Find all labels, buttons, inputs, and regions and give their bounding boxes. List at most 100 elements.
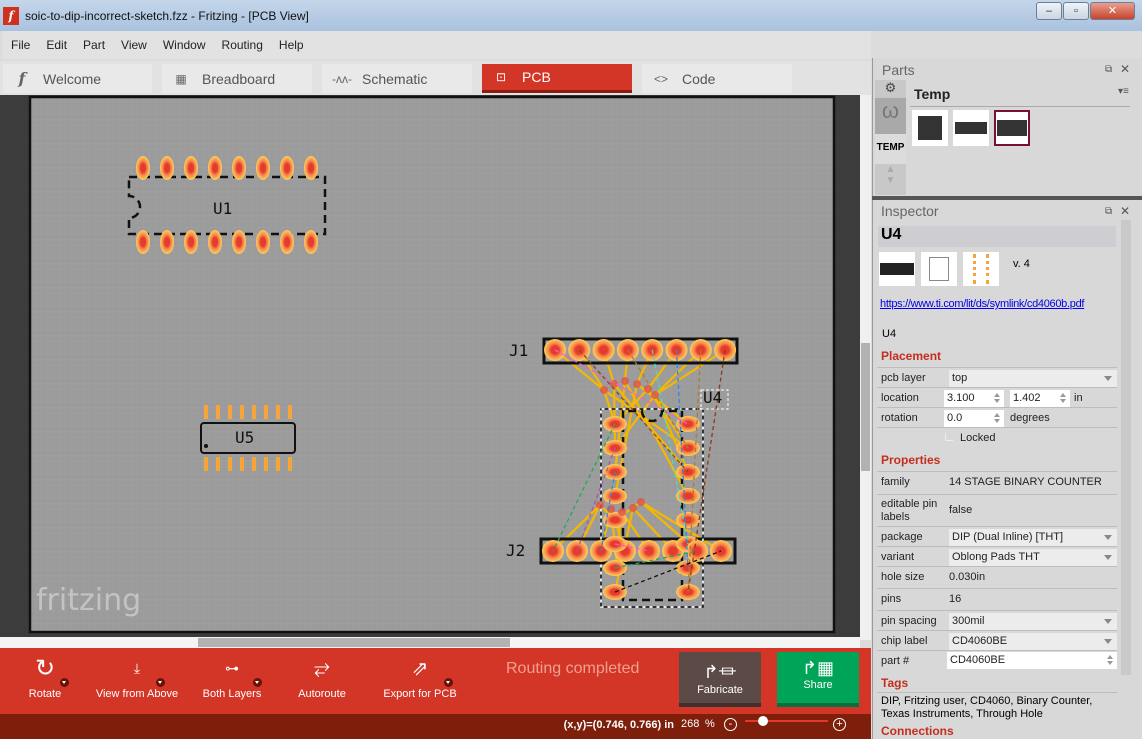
scroll-down-icon[interactable]: ▼ — [885, 175, 896, 186]
location-y-input[interactable]: 1.402 — [1010, 390, 1070, 407]
u5-pad — [204, 405, 208, 419]
fabricate-button[interactable]: ↱⏛Fabricate — [679, 652, 761, 707]
location-x-input[interactable]: 3.100 — [944, 390, 1004, 407]
tab-pcb[interactable]: ⊡PCB — [482, 64, 632, 93]
autoroute-label: Autoroute — [298, 688, 346, 700]
hole-size-input[interactable]: 0.030in — [949, 571, 986, 583]
float-icon[interactable]: ⧉ — [1105, 206, 1113, 217]
menu-edit[interactable]: Edit — [46, 38, 68, 52]
mine-bin-icon[interactable]: ω — [875, 98, 906, 134]
export-icon: ⇗ — [380, 648, 460, 688]
menu-view[interactable]: View — [121, 38, 147, 52]
locked-checkbox[interactable] — [945, 433, 953, 441]
horizontal-scroll-thumb[interactable] — [198, 638, 510, 647]
pad — [208, 230, 222, 254]
menu-file[interactable]: File — [11, 38, 31, 52]
breadboard-image — [879, 252, 915, 286]
export-for-pcb-button[interactable]: ⇗Export for PCB — [380, 648, 460, 714]
minimize-button[interactable]: – — [1036, 2, 1062, 20]
datasheet-link[interactable]: https://www.ti.com/lit/ds/symlink/cd4060… — [880, 298, 1085, 310]
temp-bin-tab[interactable]: TEMP — [875, 134, 906, 164]
variant-select[interactable]: Oblong Pads THT — [949, 549, 1117, 566]
bin-menu-icon[interactable]: ▾≡ — [1118, 86, 1129, 97]
pin-spacing-select[interactable]: 300mil — [949, 613, 1117, 630]
pad — [603, 512, 627, 528]
package-select[interactable]: DIP (Dual Inline) [THT] — [949, 529, 1117, 546]
title-bar: f soic-to-dip-incorrect-sketch.fzz - Fri… — [0, 0, 1142, 31]
tab-label: Schematic — [362, 70, 428, 87]
pad — [603, 488, 627, 504]
via — [618, 508, 626, 516]
part-number-label: part # — [881, 655, 910, 667]
pad — [280, 230, 294, 254]
both-layers-button[interactable]: ⊶Both Layers — [198, 648, 266, 714]
tab-label: Welcome — [43, 70, 102, 87]
dropdown-indicator[interactable] — [156, 678, 165, 687]
view-from-above-button[interactable]: ⤓View from Above — [92, 648, 182, 714]
scroll-up-icon[interactable]: ▲ — [885, 164, 896, 175]
menu-routing[interactable]: Routing — [221, 38, 263, 52]
menu-help[interactable]: Help — [278, 38, 304, 52]
part-thumb-1[interactable] — [912, 110, 948, 146]
rotate-button[interactable]: ↻Rotate — [20, 648, 70, 714]
chip-label-select[interactable]: CD4060BE — [949, 633, 1117, 650]
pad — [160, 230, 174, 254]
u5-pad — [252, 405, 256, 419]
zoom-slider[interactable] — [745, 720, 828, 722]
zoom-slider-handle[interactable] — [758, 716, 769, 726]
zoom-out-button[interactable]: - — [724, 718, 737, 731]
maximize-button[interactable]: ▫ — [1063, 2, 1089, 20]
vertical-scroll-thumb[interactable] — [861, 343, 870, 471]
part-thumb-3-selected[interactable] — [994, 110, 1030, 146]
dropdown-indicator[interactable] — [444, 678, 453, 687]
close-icon[interactable]: ✕ — [1120, 62, 1131, 76]
fritzing-watermark: fritzing — [36, 583, 141, 618]
core-bin-icon[interactable]: ⚙ — [884, 80, 897, 95]
zoom-in-button[interactable]: + — [833, 718, 846, 731]
part-thumb-2[interactable] — [953, 110, 989, 146]
label-u4: U4 — [703, 388, 722, 407]
code-icon: <> — [653, 71, 668, 86]
rotation-input[interactable]: 0.0 — [944, 410, 1004, 427]
via — [633, 380, 641, 388]
menu-part[interactable]: Part — [83, 38, 106, 52]
close-button[interactable]: ✕ — [1090, 2, 1135, 20]
float-icon[interactable]: ⧉ — [1105, 64, 1113, 75]
autoroute-button[interactable]: ⥂Autoroute — [292, 648, 352, 714]
inspector-scrollbar[interactable] — [1121, 220, 1131, 675]
dropdown-indicator[interactable] — [253, 678, 262, 687]
menu-window[interactable]: Window — [162, 38, 206, 52]
dropdown-indicator[interactable] — [60, 678, 69, 687]
ratsnest-line — [651, 349, 689, 545]
pcb-layer-select[interactable]: top — [949, 370, 1117, 387]
part-version: v. 4 — [1013, 258, 1030, 270]
u5-pad — [228, 457, 232, 471]
u4-label-box — [700, 389, 729, 410]
via — [629, 504, 637, 512]
rotate-icon: ↻ — [20, 648, 70, 688]
part-number-input[interactable]: CD4060BE — [947, 652, 1117, 669]
trace — [640, 501, 722, 552]
pcb-drawing[interactable]: U1 U5 J1 J2 U4 fritzing — [0, 95, 860, 640]
share-button[interactable]: ↱▦Share — [777, 652, 859, 707]
ratsnest-line — [578, 349, 689, 473]
zoom-unit: % — [705, 718, 715, 730]
close-icon[interactable]: ✕ — [1120, 204, 1131, 218]
tab-code[interactable]: <>Code — [642, 64, 792, 93]
pad — [208, 156, 222, 180]
routing-status: Routing completed — [506, 660, 640, 677]
pad — [304, 156, 318, 180]
pad — [676, 584, 700, 600]
pad — [256, 156, 270, 180]
ratsnest-line — [600, 471, 616, 552]
pad — [566, 540, 588, 562]
pad — [638, 540, 660, 562]
tab-breadboard[interactable]: ▦Breadboard — [162, 64, 312, 93]
u5-pad — [204, 457, 208, 471]
pad — [686, 540, 708, 562]
u5-pad — [288, 405, 292, 419]
via — [621, 377, 629, 385]
tab-schematic[interactable]: -ᴧᴧ-Schematic — [322, 64, 472, 93]
pcb-canvas[interactable]: U1 U5 J1 J2 U4 fritzing — [0, 95, 860, 640]
